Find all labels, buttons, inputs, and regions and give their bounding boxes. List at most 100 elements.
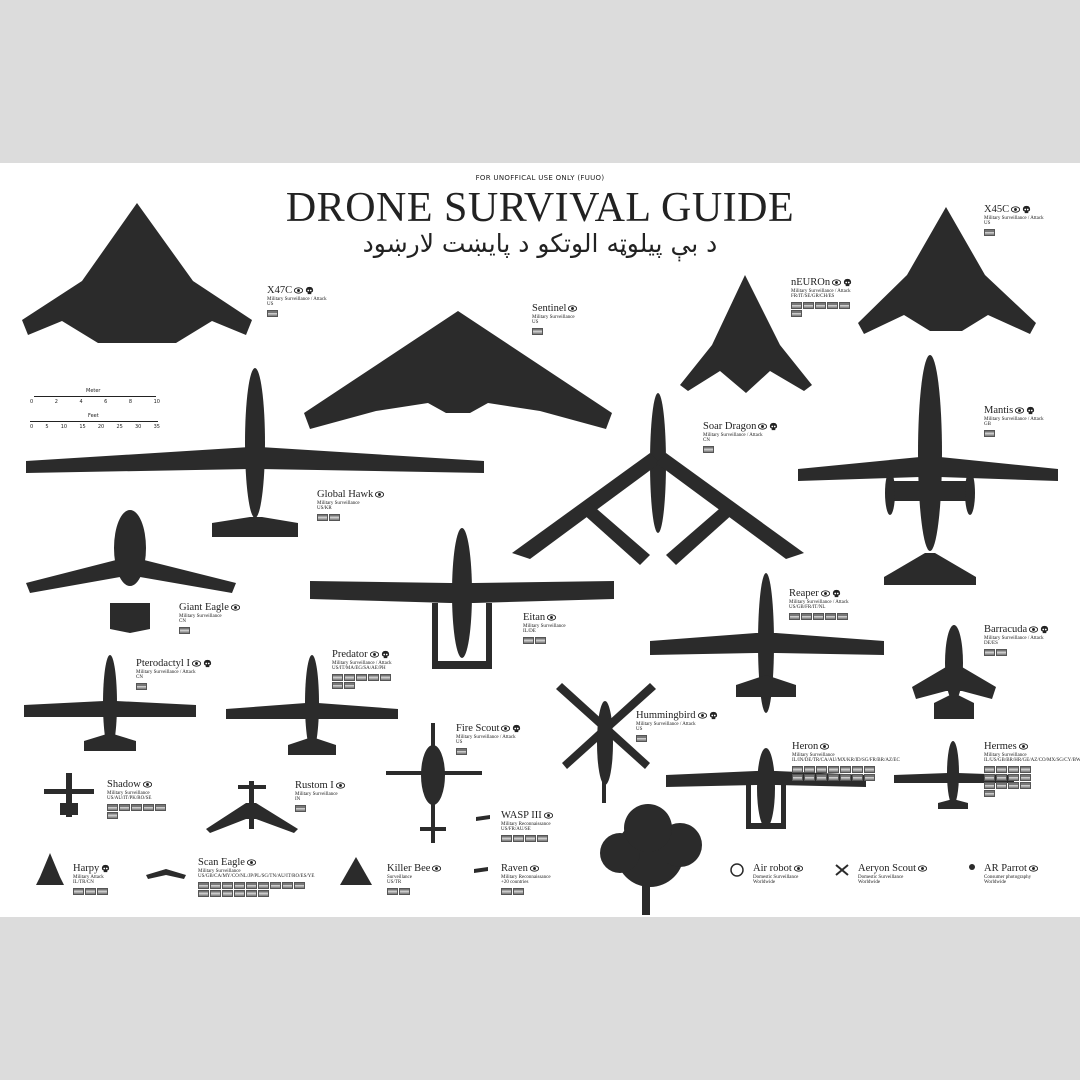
giant-eagle-silhouette xyxy=(26,510,236,633)
flag-icon xyxy=(501,834,512,842)
flag-icon xyxy=(828,773,839,781)
drone-countries: IL/DE xyxy=(523,629,536,635)
flag-icon xyxy=(1008,765,1019,773)
country-flags xyxy=(295,804,345,812)
drone-type: Military Surveillance xyxy=(317,501,360,507)
drone-countries: IL/IN/DE/TR/CA/AU/MX/KR/ID/SG/FR/BR/AZ/E… xyxy=(792,758,900,764)
eye-icon xyxy=(1029,624,1039,635)
drone-type: Domestic Surveillance xyxy=(753,875,799,881)
country-flags xyxy=(532,327,577,335)
eye-icon xyxy=(918,863,928,874)
drone-name: Pterodactyl I xyxy=(136,658,190,669)
eye-icon xyxy=(142,779,152,790)
flag-icon xyxy=(258,889,269,897)
drone-countries: Worldwide xyxy=(753,880,776,886)
eye-icon xyxy=(758,421,768,432)
barracuda-silhouette xyxy=(912,625,996,719)
drone-countries: US xyxy=(636,727,643,733)
flag-icon xyxy=(984,648,995,656)
drone-type: Military Surveillance / Attack xyxy=(456,735,516,741)
drone-name: Shadow xyxy=(107,779,141,790)
skull-icon xyxy=(1026,405,1035,416)
skull-icon xyxy=(381,649,390,660)
eye-icon xyxy=(1018,741,1028,752)
country-flags xyxy=(792,765,882,781)
flag-icon xyxy=(984,781,995,789)
flag-icon xyxy=(984,773,995,781)
drone-type: Military Surveillance xyxy=(198,869,241,875)
flag-icon xyxy=(984,789,995,797)
flag-icon xyxy=(380,673,391,681)
flag-icon xyxy=(234,881,245,889)
eye-icon xyxy=(697,710,707,721)
skull-icon xyxy=(769,421,778,432)
scale-tick: 0 xyxy=(30,424,34,430)
drone-type: Military Surveillance xyxy=(792,753,835,759)
scale-tick: 10 xyxy=(153,399,160,405)
eye-icon xyxy=(369,649,379,660)
country-flags xyxy=(501,887,551,895)
drone-type: Military Attack xyxy=(73,875,104,881)
flag-icon xyxy=(329,513,340,521)
country-flags xyxy=(984,765,1040,797)
flag-icon xyxy=(136,682,147,690)
scan-eagle-silhouette xyxy=(146,869,186,879)
flag-icon xyxy=(143,803,154,811)
flag-icon xyxy=(294,881,305,889)
skull-icon xyxy=(843,277,852,288)
rustom-silhouette xyxy=(206,781,298,833)
flag-icon xyxy=(816,773,827,781)
flag-icon xyxy=(852,765,863,773)
skull-icon xyxy=(305,285,314,296)
country-flags xyxy=(523,636,566,644)
flag-icon xyxy=(344,673,355,681)
flag-icon xyxy=(131,803,142,811)
drone-type: Military Surveillance / Attack xyxy=(267,297,327,303)
drone-name: Rustom I xyxy=(295,780,334,791)
skull-icon xyxy=(203,658,212,669)
drone-countries: US xyxy=(456,740,463,746)
flag-icon xyxy=(523,636,534,644)
flag-icon xyxy=(792,765,803,773)
flag-icon xyxy=(864,765,875,773)
scale-tick: 6 xyxy=(104,399,108,405)
drone-countries: US xyxy=(532,320,539,326)
drone-countries: IL/US/GB/BR/HR/GE/AZ/CO/MX/SG/CY/BW/MK xyxy=(984,758,1080,764)
eye-icon xyxy=(432,863,442,874)
country-flags xyxy=(317,513,384,521)
flag-icon xyxy=(267,309,278,317)
drone-name: WASP III xyxy=(501,810,542,821)
drone-type: Military Reconnaissance xyxy=(501,822,551,828)
drone-type: Military Surveillance / Attack xyxy=(984,216,1044,222)
drone-type: Surveillance xyxy=(387,875,412,881)
flag-icon xyxy=(827,301,838,309)
drone-name: Predator xyxy=(332,649,368,660)
drone-type: Consumer photography xyxy=(984,875,1032,881)
drone-type: Military Surveillance xyxy=(984,753,1027,759)
flag-icon xyxy=(1020,765,1031,773)
flag-icon xyxy=(996,781,1007,789)
flag-icon xyxy=(198,889,209,897)
predator-silhouette xyxy=(226,655,398,755)
drone-name: Heron xyxy=(792,741,819,752)
flag-icon xyxy=(387,887,398,895)
flag-icon xyxy=(356,673,367,681)
flag-icon xyxy=(984,228,995,236)
drone-countries: US/AU/IT/PK/RO/SE xyxy=(107,796,152,802)
flag-icon xyxy=(537,834,548,842)
drone-type: Military Surveillance / Attack xyxy=(789,600,849,606)
flag-icon xyxy=(839,301,850,309)
